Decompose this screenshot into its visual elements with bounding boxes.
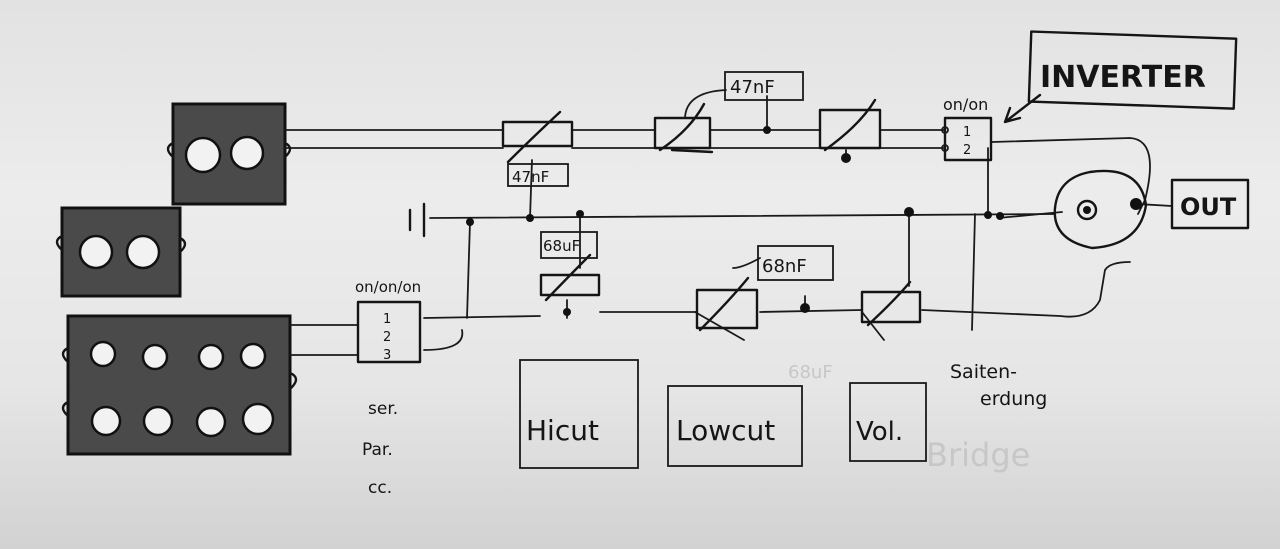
cap-47-left-label: 47nF — [512, 168, 549, 186]
switch-inverter — [941, 116, 993, 162]
junction-dots — [466, 126, 1142, 316]
switch-bottom-pos3: 3 — [383, 348, 391, 363]
cap-box-68-left — [540, 231, 598, 259]
ghost-68-label: 68uF — [788, 362, 833, 383]
cap-box-47-right — [724, 71, 804, 101]
cap-box-68-right — [757, 245, 834, 281]
pot-top-2 — [653, 102, 714, 154]
lowcut-label: Lowcut — [676, 414, 775, 447]
hicut-label: Hicut — [526, 414, 599, 447]
ghost-bridge-label: Bridge — [926, 436, 1030, 474]
saiten-label-2: erdung — [980, 388, 1047, 410]
pot-top-3 — [818, 98, 882, 152]
switch-bottom-label: on/on/on — [355, 278, 421, 296]
inverter-box — [1027, 30, 1238, 110]
cap-68-right-label: 68nF — [762, 256, 807, 277]
pickup-single-coil-top — [166, 102, 292, 206]
cap-box-47-left — [507, 163, 569, 187]
saiten-label-1: Saiten- — [950, 361, 1017, 383]
vol-box — [849, 382, 927, 462]
switch-pickup-selector — [356, 300, 422, 364]
out-label: OUT — [1180, 193, 1237, 221]
signal-wires — [284, 89, 1173, 356]
cap-47-right-label: 47nF — [730, 77, 775, 98]
switch-top-pos2: 2 — [963, 143, 971, 158]
inverter-arrow — [1003, 93, 1042, 124]
lowcut-box — [667, 385, 803, 467]
pickup-single-coil-middle — [55, 206, 187, 298]
note-cc: cc. — [368, 478, 392, 498]
note-ser: ser. — [368, 399, 398, 419]
cap-68-left-label: 68uF — [543, 237, 580, 255]
switch-top-pos1: 1 — [963, 125, 971, 140]
pot-bottom-1 — [539, 253, 601, 302]
hicut-box — [519, 359, 639, 469]
pickup-humbucker — [61, 314, 298, 456]
vol-label: Vol. — [856, 417, 903, 447]
switch-bottom-pos2: 2 — [383, 330, 391, 345]
note-par: Par. — [362, 440, 393, 460]
pot-bottom-3 — [860, 280, 922, 327]
out-box — [1170, 178, 1250, 230]
pot-top-1 — [501, 110, 574, 164]
switch-top-label: on/on — [943, 95, 988, 114]
pot-bottom-2 — [695, 276, 759, 332]
switch-bottom-pos1: 1 — [383, 312, 391, 327]
output-jack — [1053, 169, 1148, 250]
inverter-label: INVERTER — [1040, 60, 1206, 95]
